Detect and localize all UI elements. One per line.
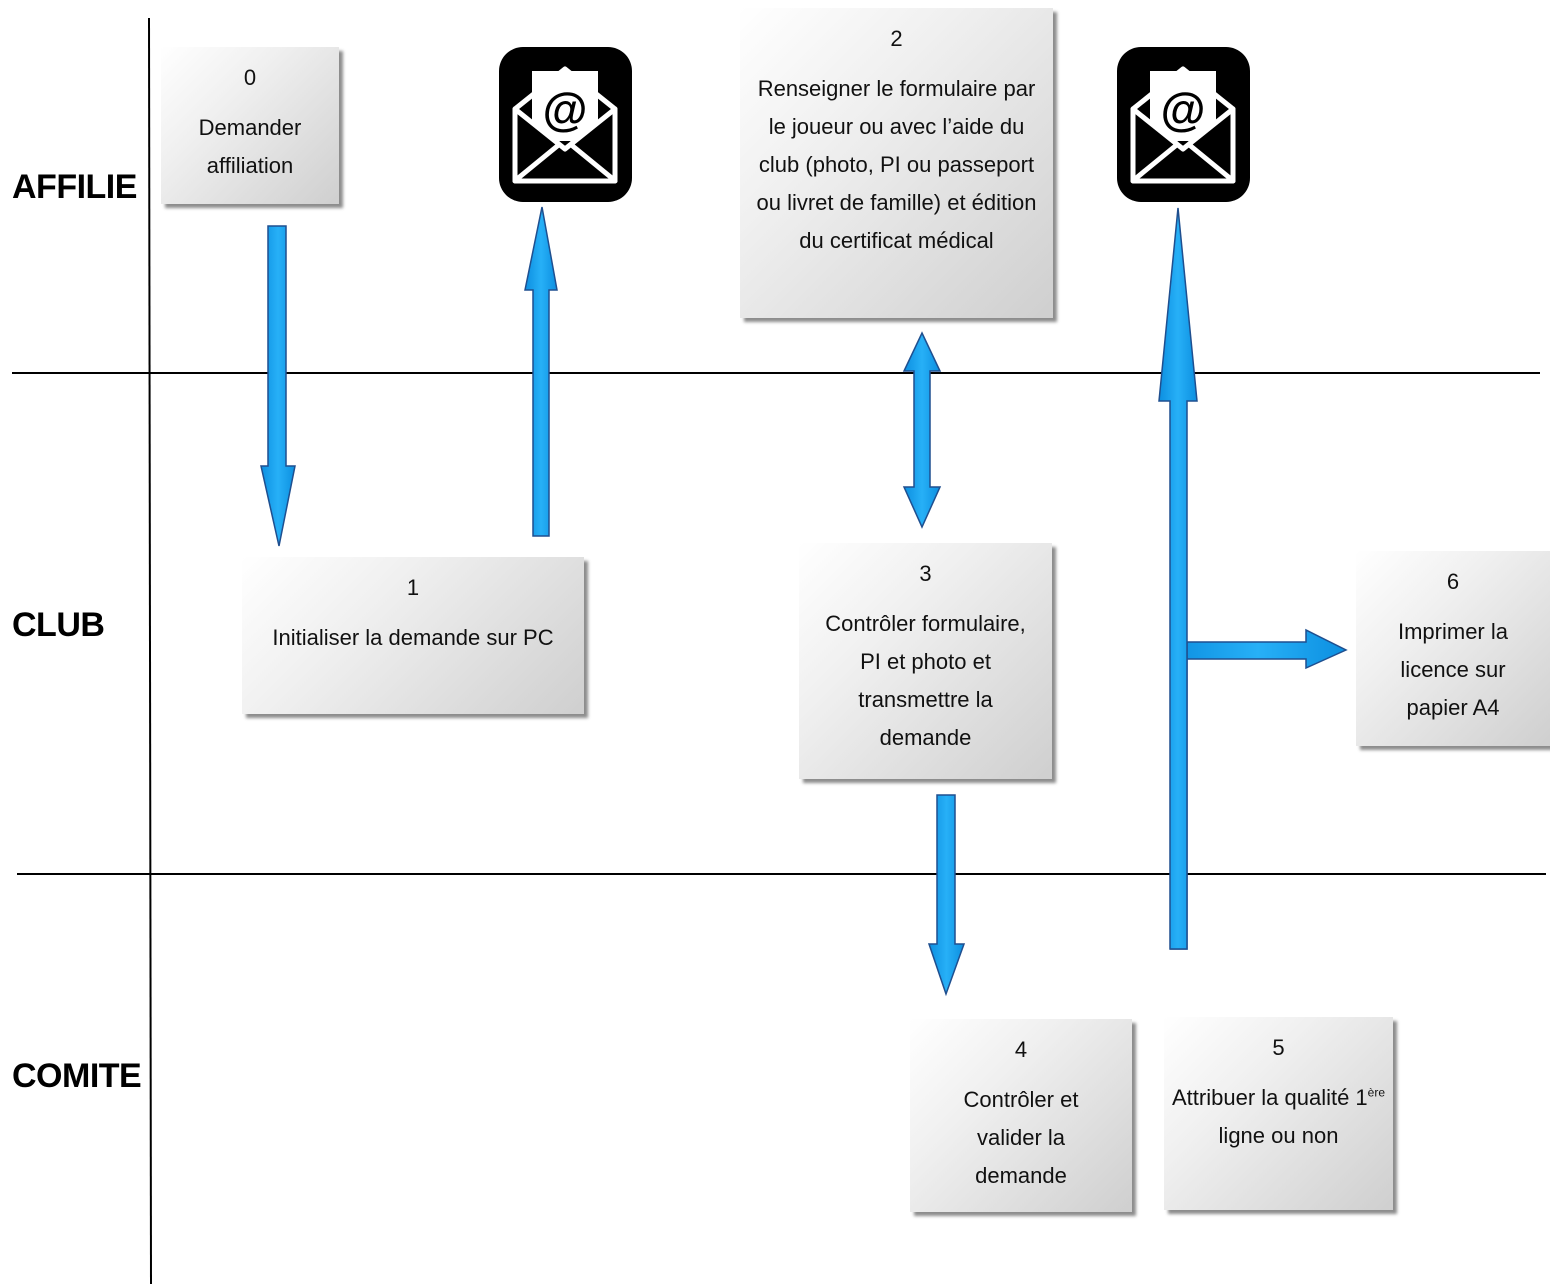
step-1-text: Initialiser la demande sur PC — [272, 625, 554, 650]
step-5-text-sup: ère — [1367, 1085, 1386, 1100]
arrow-1-to-mail — [524, 206, 558, 537]
arrow-0-to-1 — [260, 225, 296, 547]
step-6-number: 6 — [1446, 569, 1460, 594]
step-0-number: 0 — [243, 65, 257, 90]
email-envelope-icon: @ — [1117, 47, 1250, 202]
arrow-3-to-4 — [927, 794, 966, 997]
step-2-number: 2 — [890, 26, 903, 51]
step-3-box: 3 Contrôler formulaire, PI et photo et t… — [799, 543, 1052, 779]
step-6-box: 6 Imprimer la licence sur papier A4 — [1356, 551, 1550, 746]
step-6-text: Imprimer la licence sur papier A4 — [1397, 619, 1508, 720]
step-4-number: 4 — [1014, 1037, 1028, 1062]
step-5-number: 5 — [1272, 1035, 1285, 1060]
arrow-2-to-3-bidirectional — [902, 331, 942, 529]
lane-label-comite: COMITE — [12, 1057, 142, 1095]
step-4-box: 4 Contrôler et valider la demande — [910, 1019, 1132, 1212]
arrow-5-to-mail — [1158, 207, 1198, 950]
step-1-number: 1 — [406, 575, 420, 600]
lane-label-club: CLUB — [12, 606, 105, 644]
step-1-box: 1 Initialiser la demande sur PC — [242, 557, 584, 714]
lane-label-separator — [148, 17, 152, 1284]
svg-text:@: @ — [543, 83, 588, 135]
step-5-box: 5 Attribuer la qualité 1ère ligne ou non — [1164, 1017, 1393, 1210]
step-0-box: 0 Demander affiliation — [161, 47, 339, 204]
step-2-text: Renseigner le formulaire par le joueur o… — [756, 76, 1037, 253]
lane-label-affilie: AFFILIE — [12, 168, 137, 206]
step-5-text: Attribuer la qualité 1ère ligne ou non — [1164, 1079, 1393, 1155]
step-3-text: Contrôler formulaire, PI et photo et tra… — [825, 611, 1026, 750]
step-5-text-before: Attribuer la qualité 1 — [1172, 1085, 1368, 1110]
step-3-number: 3 — [919, 561, 932, 586]
step-4-text: Contrôler et valider la demande — [963, 1087, 1079, 1188]
step-5-text-after: ligne ou non — [1218, 1123, 1339, 1148]
step-0-text: Demander affiliation — [198, 115, 302, 178]
svg-text:@: @ — [1161, 83, 1206, 135]
arrow-5-to-mail-and-6 — [1170, 628, 1348, 950]
email-envelope-icon: @ — [499, 47, 632, 202]
step-2-box: 2 Renseigner le formulaire par le joueur… — [740, 8, 1053, 318]
